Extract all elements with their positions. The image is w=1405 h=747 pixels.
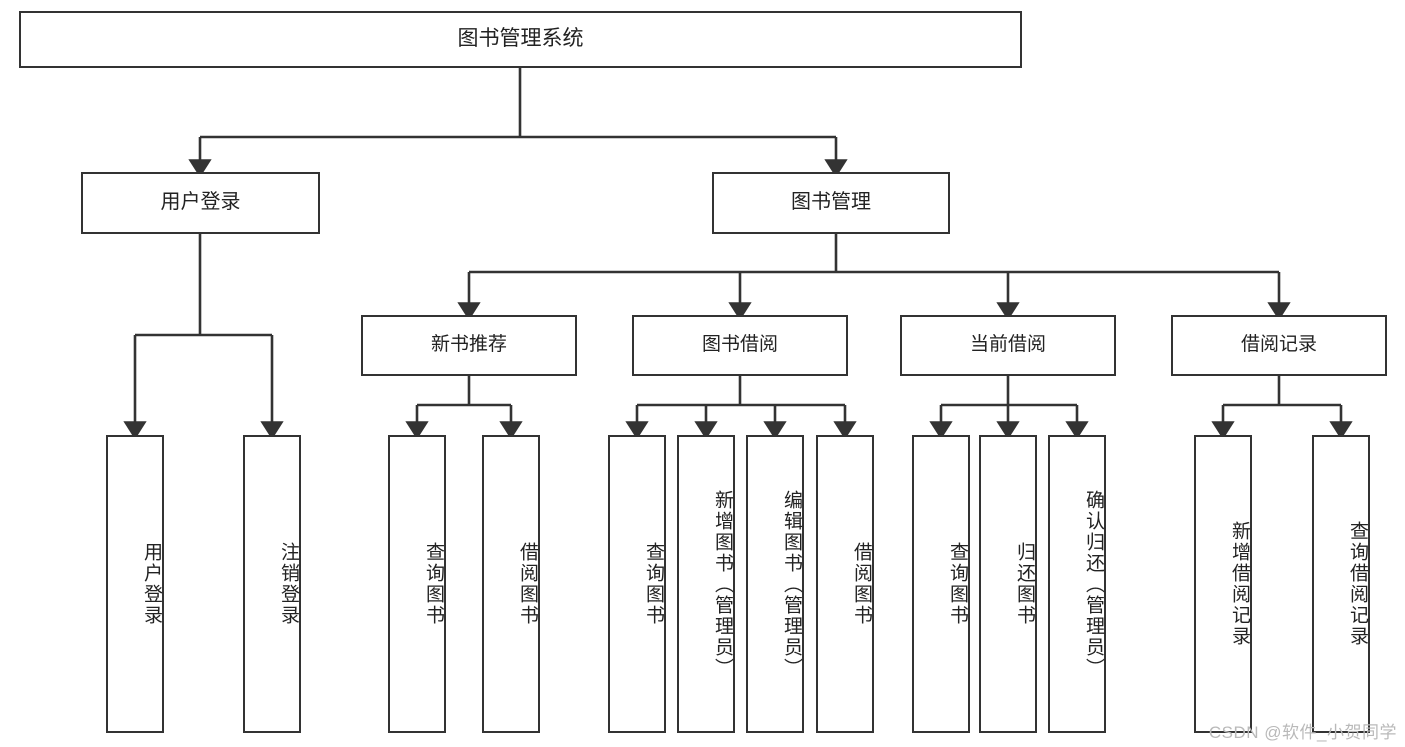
node-label: 归还图书 bbox=[1014, 542, 1035, 626]
node-book-borrow[interactable]: 图书借阅 bbox=[632, 315, 848, 376]
leaf-borrow-query-book[interactable]: 查询图书 bbox=[608, 435, 666, 733]
node-label: 查询借阅记录 bbox=[1347, 521, 1368, 647]
leaf-borrow-borrow-book[interactable]: 借阅图书 bbox=[816, 435, 874, 733]
node-label: 用户登录 bbox=[141, 542, 162, 626]
leaf-record-query-record[interactable]: 查询借阅记录 bbox=[1312, 435, 1370, 733]
leaf-current-confirm-return-admin[interactable]: 确认归还（管理员） bbox=[1048, 435, 1106, 733]
leaf-borrow-edit-book-admin[interactable]: 编辑图书（管理员） bbox=[746, 435, 804, 733]
node-label: 借阅图书 bbox=[851, 542, 872, 626]
node-label: 图书管理系统 bbox=[457, 27, 584, 51]
node-label: 借阅记录 bbox=[1240, 334, 1317, 356]
node-label: 注销登录 bbox=[278, 542, 299, 626]
node-current-borrow[interactable]: 当前借阅 bbox=[900, 315, 1116, 376]
node-user-login[interactable]: 用户登录 bbox=[81, 172, 320, 234]
node-label: 图书借阅 bbox=[701, 334, 778, 356]
node-root-system[interactable]: 图书管理系统 bbox=[19, 11, 1022, 68]
node-label: 当前借阅 bbox=[969, 334, 1046, 356]
node-new-book-recommend[interactable]: 新书推荐 bbox=[361, 315, 577, 376]
node-label: 用户登录 bbox=[160, 191, 241, 214]
node-label: 查询图书 bbox=[643, 542, 664, 626]
leaf-recommend-query-book[interactable]: 查询图书 bbox=[388, 435, 446, 733]
node-label: 新增借阅记录 bbox=[1229, 521, 1250, 647]
node-label: 图书管理 bbox=[791, 191, 871, 214]
leaf-current-query-book[interactable]: 查询图书 bbox=[912, 435, 970, 733]
leaf-borrow-add-book-admin[interactable]: 新增图书（管理员） bbox=[677, 435, 735, 733]
node-label: 查询图书 bbox=[947, 542, 968, 626]
node-label: 查询图书 bbox=[423, 542, 444, 626]
node-label: 确认归还（管理员） bbox=[1083, 489, 1104, 679]
leaf-recommend-borrow-book[interactable]: 借阅图书 bbox=[482, 435, 540, 733]
node-book-management[interactable]: 图书管理 bbox=[712, 172, 950, 234]
node-borrow-record[interactable]: 借阅记录 bbox=[1171, 315, 1387, 376]
leaf-user-login-logout[interactable]: 注销登录 bbox=[243, 435, 301, 733]
leaf-record-add-record[interactable]: 新增借阅记录 bbox=[1194, 435, 1252, 733]
node-label: 借阅图书 bbox=[517, 542, 538, 626]
node-label: 新书推荐 bbox=[430, 334, 507, 356]
watermark: CSDN @软件_小贺同学 bbox=[1208, 723, 1397, 742]
node-label: 新增图书（管理员） bbox=[712, 489, 733, 679]
leaf-user-login-login[interactable]: 用户登录 bbox=[106, 435, 164, 733]
node-label: 编辑图书（管理员） bbox=[781, 489, 802, 679]
leaf-current-return-book[interactable]: 归还图书 bbox=[979, 435, 1037, 733]
